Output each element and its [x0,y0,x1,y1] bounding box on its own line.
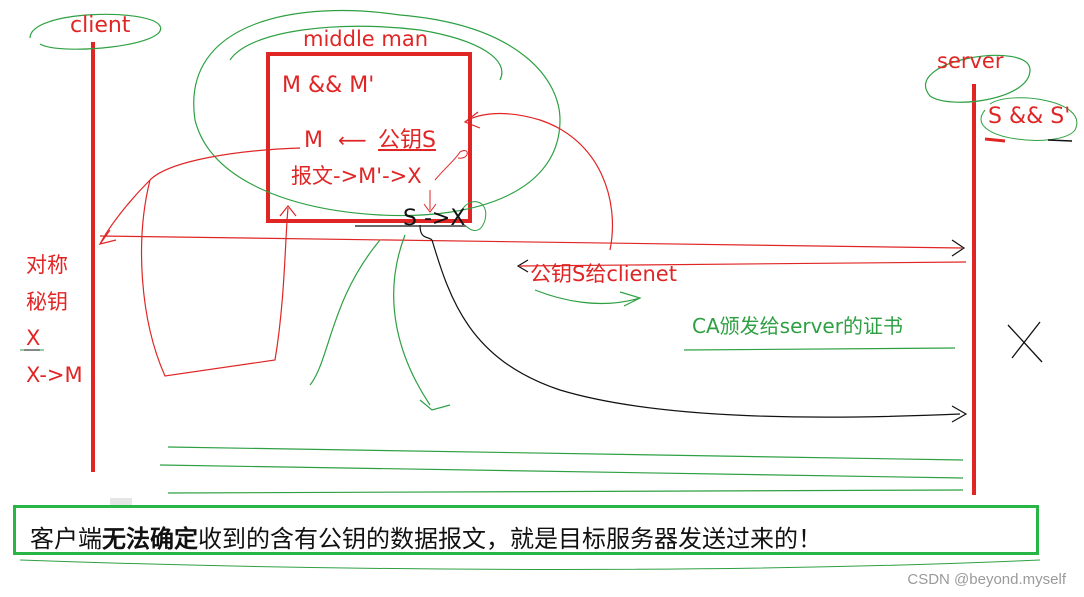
green-swirl-pubkey [534,289,642,307]
client-to-server-arrowhead [951,239,966,257]
server-keys: S && S' [988,104,1071,129]
bottom-sketch [19,559,1041,570]
client-label: client [70,13,131,38]
grey-square [110,498,132,506]
sketch-line-2 [159,464,964,479]
server-to-box-arrowhead [463,111,481,129]
middle-man-pubkey: 公钥S [378,128,436,153]
server-to-client-arrow [519,261,967,267]
black-curve-top [419,224,433,241]
server-keys-dash [1047,139,1073,142]
ca-cert-label: CA颁发给server的证书 [692,314,903,338]
client-circle-sketch [29,13,161,50]
middle-man-keys: M && M' [282,73,375,98]
middle-man-cloud-sketch [193,10,561,217]
middle-man-arrow: ⟵ [338,128,367,152]
client-to-server-arrow [99,235,963,249]
middle-man-m: M [304,128,323,153]
sketch-line-1 [167,446,964,461]
conclusion-banner: 客户端无法确定收到的含有公钥的数据报文，就是目标服务器发送过来的！ [13,505,1039,555]
ca-underline [683,347,956,351]
watermark: CSDN @beyond.myself [907,571,1066,588]
green-loop-left [309,239,381,386]
server-to-client-arrowhead [516,259,529,273]
green-wiggle-s [461,201,487,231]
banner-bold: 无法确定 [102,525,198,553]
client-symmetric-2: 秘钥 [26,290,68,314]
server-keys-underline [984,137,1006,143]
client-symmetric-1: 对称 [26,253,68,277]
green-down-curve [393,234,451,411]
server-to-box-curve [464,112,614,251]
m-to-client-arrowhead [98,229,117,245]
middle-man-cloud-sketch-2 [229,25,503,81]
banner-suffix: 收到的含有公钥的数据报文，就是目标服务器发送过来的！ [198,525,822,553]
middle-man-label: middle man [303,27,429,51]
server-keys-sketch [980,97,1078,141]
cross-mark [1007,321,1043,363]
curl-sketch [434,150,468,181]
client-x-to-m: X->M [26,363,83,387]
client-return-curve [141,179,289,377]
pubkey-to-client-label: 公钥S给clienet [530,262,677,286]
down-arrow-mm [423,190,437,213]
box-up-arrowhead [279,205,297,217]
server-circle-sketch [925,54,1031,103]
conclusion-text: 客户端无法确定收到的含有公钥的数据报文，就是目标服务器发送过来的！ [30,519,822,554]
server-label: server [937,49,1004,73]
middle-man-box [266,52,472,223]
black-curve-arrowhead [951,405,968,423]
sketch-line-3 [167,489,964,494]
black-curve-to-server [431,239,961,418]
m-to-client-curve [99,147,301,245]
client-x: X [26,326,41,350]
s-to-x-label: S ->X [403,206,466,231]
banner-prefix: 客户端 [30,525,102,553]
middle-man-message: 报文->M'->X [291,164,422,188]
